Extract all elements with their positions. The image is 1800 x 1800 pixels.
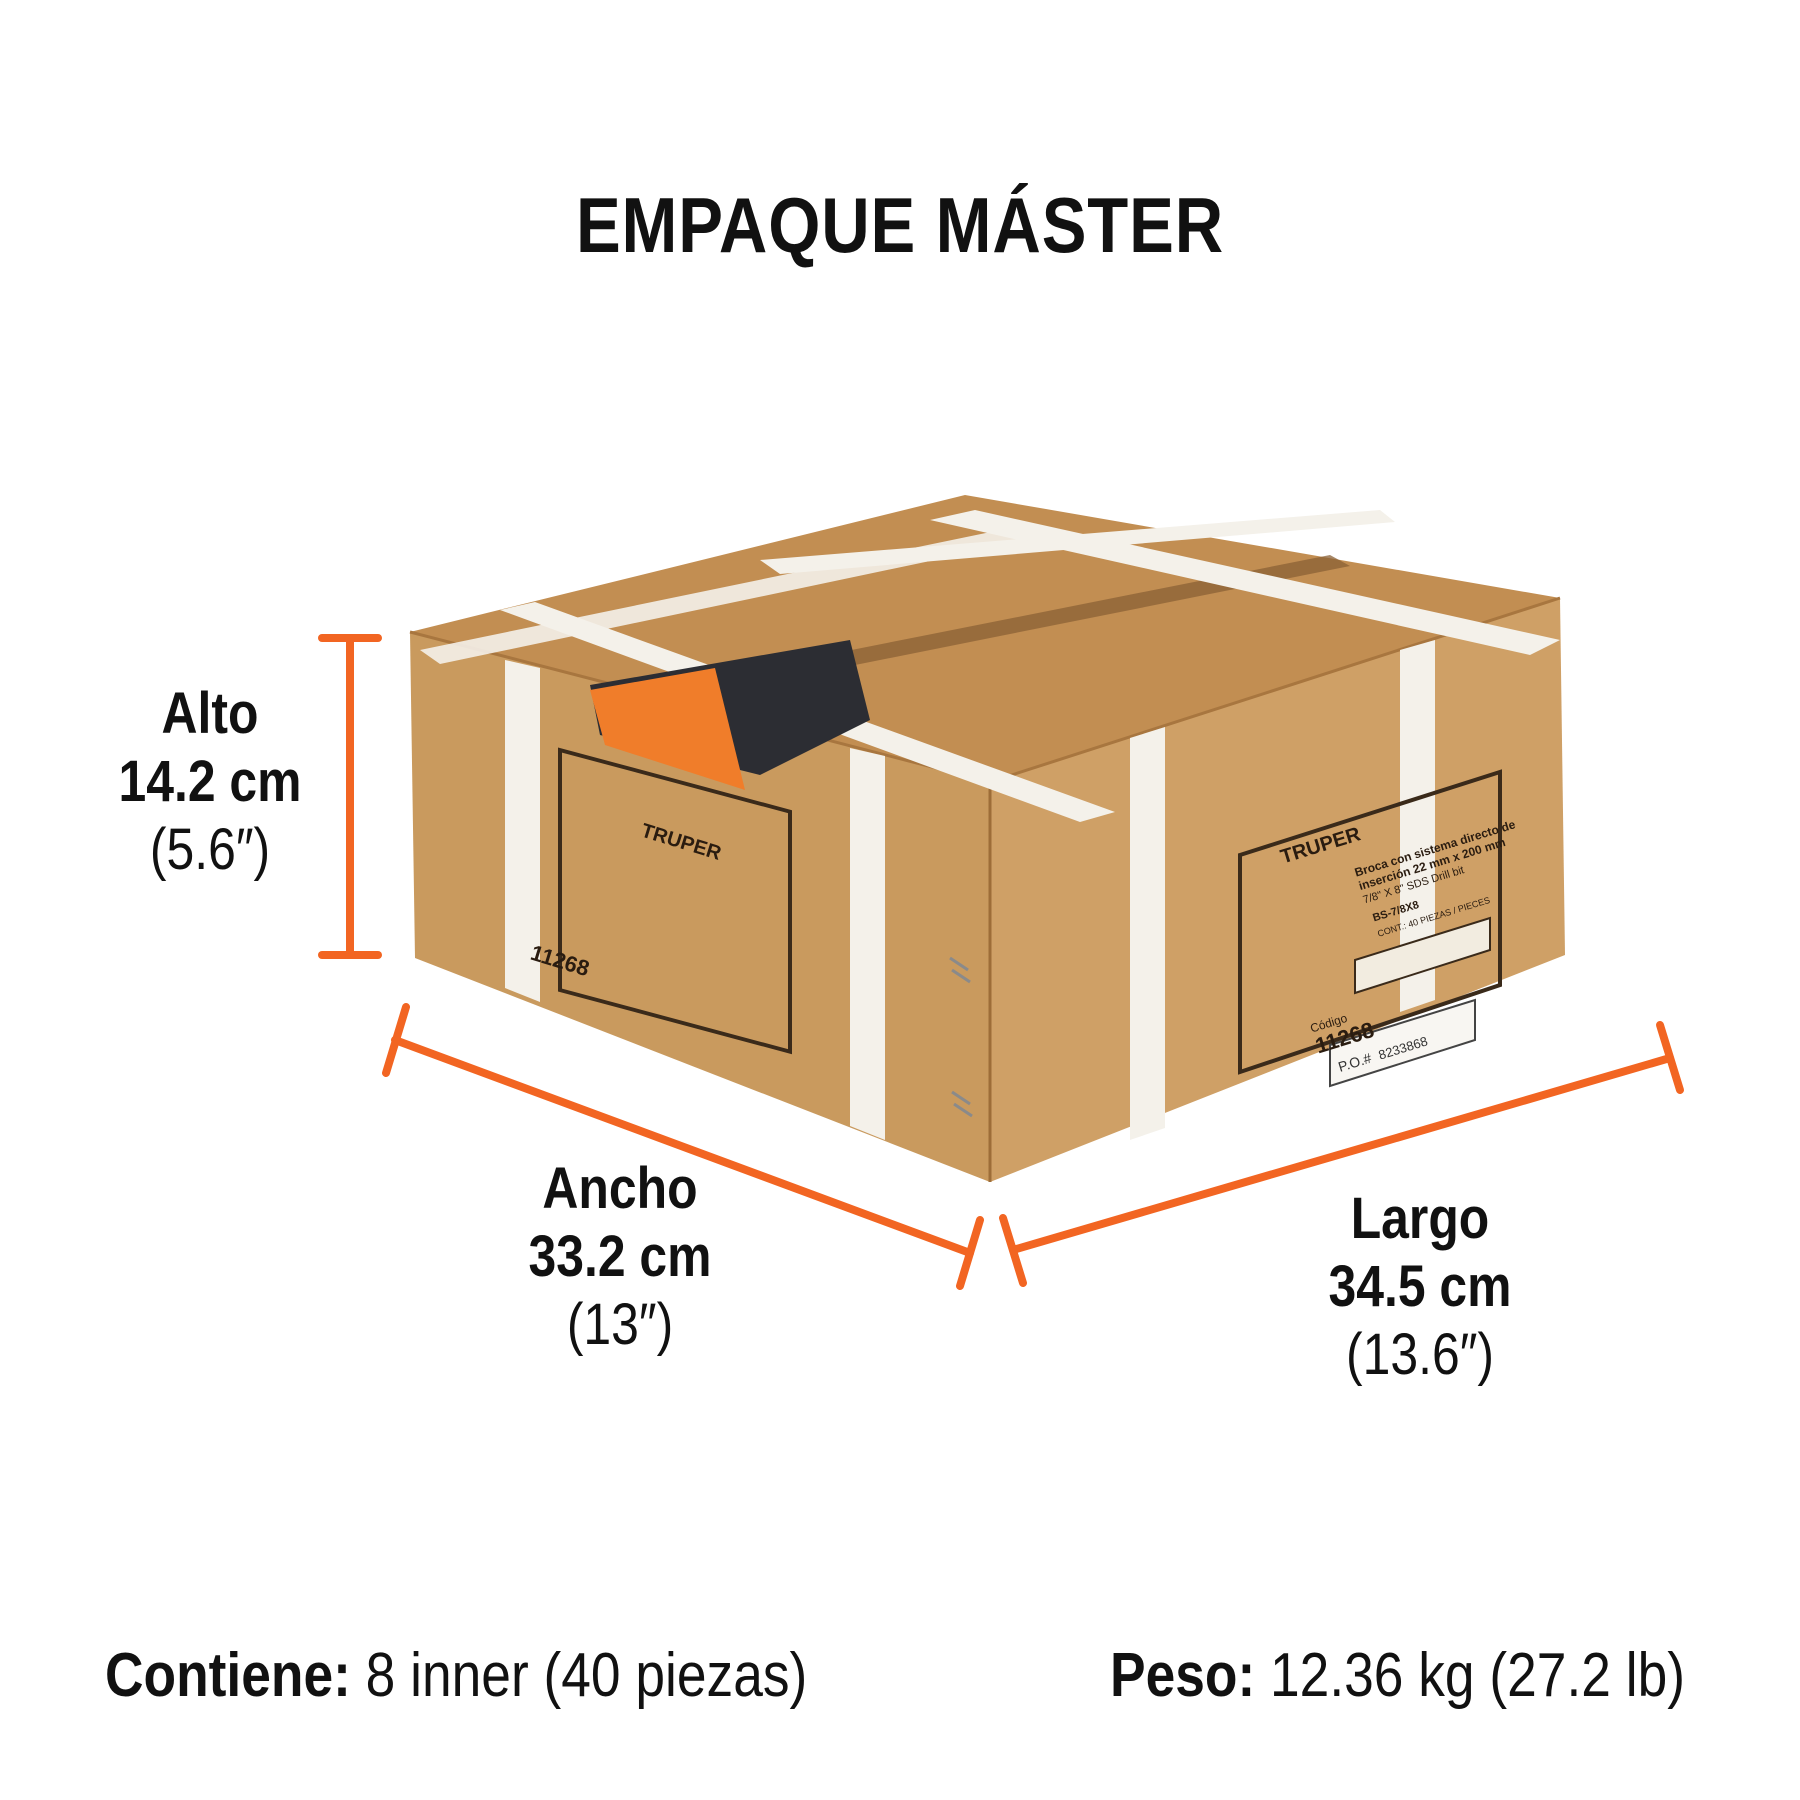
contents-value: 8 inner (40 piezas)	[350, 1641, 808, 1710]
width-dimension: Ancho 33.2 cm (13″)	[508, 1155, 732, 1359]
left-label-panel	[558, 747, 792, 1055]
contents-label: Contiene:	[105, 1641, 351, 1710]
po-sticker	[1329, 998, 1476, 1088]
page-title: EMPAQUE MÁSTER	[575, 181, 1225, 269]
height-dimension-line	[318, 634, 382, 959]
strap	[505, 660, 540, 1002]
width-dimension-line	[382, 1003, 984, 1290]
staple	[949, 956, 971, 984]
height-dimension: Alto 14.2 cm (5.6″)	[107, 680, 313, 884]
barcode	[1354, 916, 1491, 995]
box-left-face	[410, 632, 990, 1182]
width-imperial: (13″)	[566, 1292, 674, 1357]
length-imperial: (13.6″)	[1346, 1322, 1494, 1387]
weight-label: Peso:	[1110, 1641, 1256, 1710]
strap	[420, 528, 1030, 664]
strap	[1130, 727, 1165, 1140]
weight-value: 12.36 kg (27.2 lb)	[1255, 1641, 1686, 1710]
length-dimension: Largo 34.5 cm (13.6″)	[1308, 1185, 1532, 1389]
length-metric: 34.5 cm	[1328, 1254, 1512, 1319]
width-metric: 33.2 cm	[528, 1224, 712, 1289]
orange-sticker-accent	[590, 668, 745, 790]
right-label-panel	[1238, 769, 1502, 1075]
contents-info: Contiene: 8 inner (40 piezas)	[105, 1640, 807, 1711]
strap	[850, 748, 885, 1140]
height-metric: 14.2 cm	[118, 749, 302, 814]
length-dimension-line	[999, 1021, 1684, 1287]
height-imperial: (5.6″)	[149, 817, 271, 882]
strap	[1400, 640, 1435, 1012]
length-label: Largo	[1350, 1186, 1490, 1251]
height-label: Alto	[161, 681, 259, 746]
staple	[951, 1090, 973, 1118]
weight-info: Peso: 12.36 kg (27.2 lb)	[1110, 1640, 1685, 1711]
width-label: Ancho	[542, 1156, 698, 1221]
